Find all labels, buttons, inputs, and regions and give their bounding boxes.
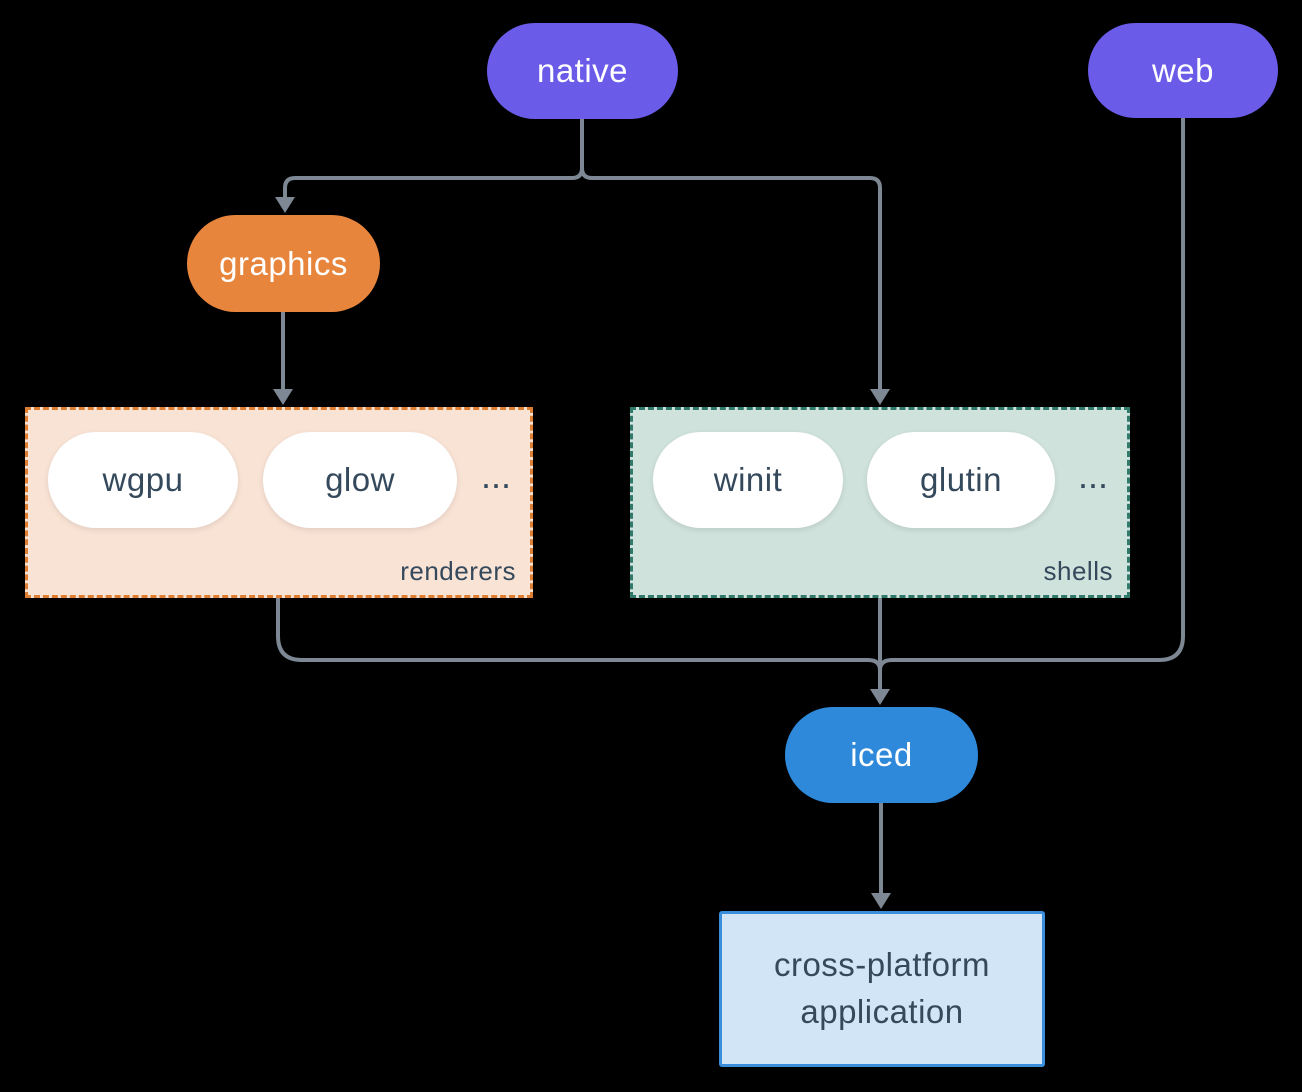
- node-iced: iced: [785, 707, 978, 803]
- node-graphics-label: graphics: [219, 244, 348, 282]
- node-wgpu-label: wgpu: [102, 461, 184, 498]
- app-label-line1: cross-platform: [773, 946, 991, 984]
- node-native-label: native: [536, 52, 629, 89]
- node-iced-label: iced: [850, 736, 913, 773]
- renderers-ellipsis: ...: [480, 455, 511, 496]
- node-glutin-label: glutin: [920, 461, 1002, 498]
- node-winit: winit: [653, 432, 843, 528]
- node-winit-label: winit: [713, 461, 783, 498]
- node-glow: glow: [263, 432, 457, 528]
- group-renderers: wgpu glow ... renderers: [25, 407, 533, 598]
- edge-native-to-graphics: [275, 119, 584, 213]
- node-glow-label: glow: [325, 461, 395, 498]
- node-cross-platform-application: cross-platform application: [719, 911, 1045, 1067]
- edge-renderers-to-merge: [276, 598, 882, 671]
- edge-native-to-shells: [580, 119, 890, 405]
- node-wgpu: wgpu: [48, 432, 238, 528]
- shells-group-label: shells: [1043, 556, 1113, 586]
- node-web-label: web: [1151, 51, 1215, 89]
- renderers-group-label: renderers: [400, 556, 516, 586]
- node-glutin: glutin: [867, 432, 1055, 528]
- node-graphics: graphics: [187, 215, 380, 312]
- node-native: native: [487, 23, 678, 119]
- group-shells: winit glutin ... shells: [630, 407, 1130, 598]
- node-web: web: [1088, 23, 1278, 118]
- shells-ellipsis: ...: [1077, 455, 1108, 496]
- app-label-line2: application: [800, 993, 964, 1030]
